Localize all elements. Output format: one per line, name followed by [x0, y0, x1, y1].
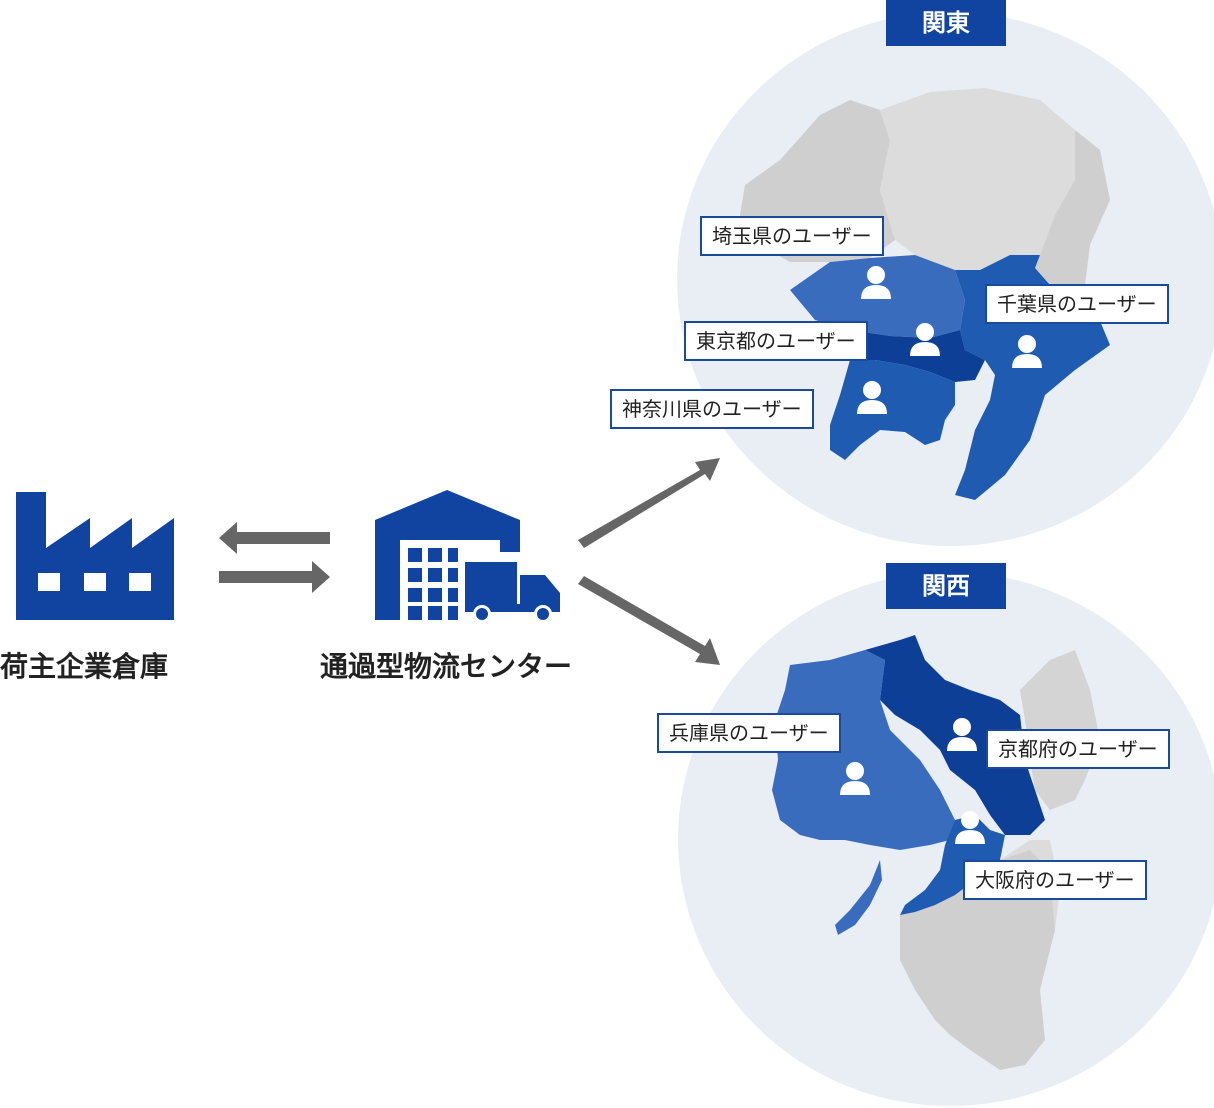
nara-wakayama-region [900, 850, 1055, 1070]
chiba-user-label: 千葉県のユーザー [985, 284, 1169, 324]
kanagawa-user-label: 神奈川県のユーザー [610, 389, 814, 429]
arrow-right-icon [219, 561, 330, 593]
kansai-map [772, 635, 1100, 1070]
factory-icon [16, 492, 174, 620]
hyogo-user-icon [840, 762, 870, 795]
kyoto-user-label: 京都府のユーザー [986, 729, 1170, 769]
tokyo-user-label: 東京都のユーザー [684, 321, 868, 361]
user-icons [840, 266, 1042, 844]
chiba-user-icon [1012, 335, 1042, 368]
arrow-to-kansai-icon [578, 576, 720, 665]
hyogo-user-label: 兵庫県のユーザー [657, 713, 841, 753]
arrow-to-kanto-icon [578, 458, 720, 548]
warehouse-truck-icon [375, 490, 560, 623]
kanto-region-tag: 関東 [886, 0, 1006, 46]
kanto-gray-east [1035, 130, 1110, 285]
diagonal-arrows [578, 458, 720, 665]
osaka-user-label: 大阪府のユーザー [963, 860, 1147, 900]
kanagawa-user-icon [857, 381, 887, 414]
kyoto-region [865, 635, 1045, 835]
bidirectional-arrows [219, 522, 330, 593]
tokyo-user-icon [910, 323, 940, 356]
kansai-region-tag: 関西 [886, 563, 1006, 609]
center-label: 通過型物流センター [320, 650, 573, 683]
hyogo-region [772, 650, 955, 850]
factory-label: 荷主企業倉庫 [0, 650, 169, 683]
osaka-user-icon [955, 811, 985, 844]
arrow-left-icon [219, 522, 330, 554]
kyoto-user-icon [947, 718, 977, 751]
awaji-island [835, 860, 882, 935]
saitama-user-label: 埼玉県のユーザー [700, 216, 884, 256]
kanagawa-region [830, 360, 955, 460]
kanto-gray-north [880, 88, 1075, 270]
saitama-user-icon [861, 266, 891, 299]
